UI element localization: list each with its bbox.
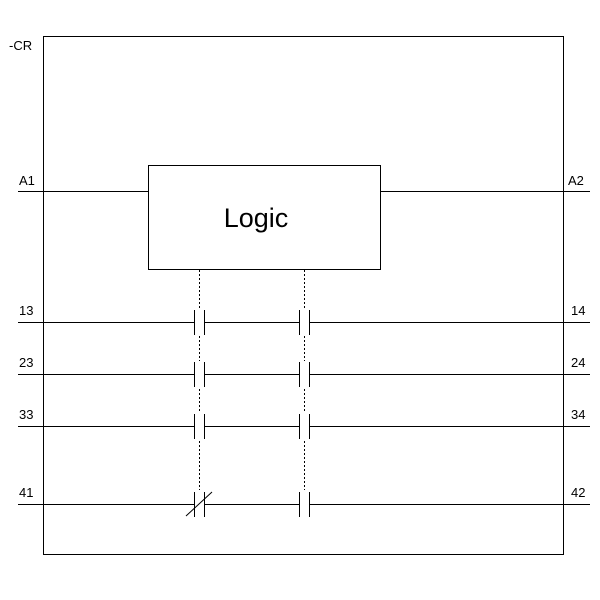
device-tag: -CR	[9, 38, 32, 53]
terminal-right: 34	[571, 407, 585, 422]
device-outline	[43, 36, 564, 555]
contact-row: 41 42	[18, 485, 590, 517]
nc-contact-diagonal	[185, 491, 213, 517]
contact-row: 33 34	[18, 407, 590, 439]
terminal-left: 23	[19, 355, 33, 370]
terminal-a2: A2	[568, 173, 584, 188]
logic-block	[148, 165, 381, 270]
terminal-a1: A1	[19, 173, 35, 188]
terminal-right: 24	[571, 355, 585, 370]
logic-label: Logic	[224, 203, 289, 233]
terminal-left: 13	[19, 303, 33, 318]
terminal-left: 33	[19, 407, 33, 422]
contact-row: 23 24	[18, 355, 590, 387]
contact-row: 13 14	[18, 303, 590, 335]
terminal-left: 41	[19, 485, 33, 500]
terminal-right: 42	[571, 485, 585, 500]
terminal-right: 14	[571, 303, 585, 318]
mechanical-linkages	[199, 270, 305, 490]
